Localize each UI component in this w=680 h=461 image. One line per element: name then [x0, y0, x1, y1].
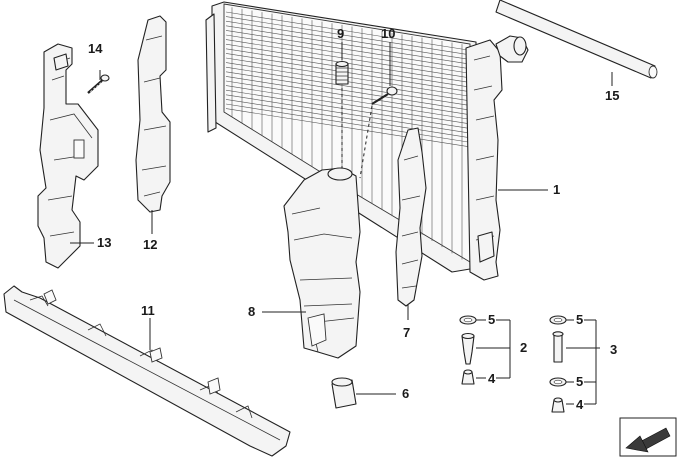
part-12-bracket [135, 15, 171, 213]
callout-6: 6 [402, 386, 410, 401]
callout-5-c: 5 [576, 374, 584, 389]
part-13-bracket [37, 43, 99, 269]
callout-8: 8 [248, 304, 256, 319]
leader-lines [70, 42, 613, 405]
callout-4-a: 4 [488, 371, 496, 386]
callout-15: 15 [605, 88, 620, 103]
part-7-bracket [395, 127, 427, 307]
part-3-group [549, 315, 567, 413]
callout-3: 3 [610, 342, 618, 357]
callout-9: 9 [337, 26, 345, 41]
part-15-hose [495, 0, 658, 79]
part-11-bracket [3, 285, 291, 457]
part-6-rubber-mount [331, 377, 357, 409]
arrow-indicator-icon [619, 417, 677, 457]
callout-2: 2 [520, 340, 528, 355]
callout-4-b: 4 [576, 397, 584, 412]
callout-7: 7 [403, 325, 411, 340]
callout-14: 14 [88, 41, 103, 56]
callout-13: 13 [97, 235, 112, 250]
callout-1: 1 [553, 182, 561, 197]
callout-11: 11 [141, 303, 155, 318]
part-9-plug [335, 60, 349, 168]
callout-5-a: 5 [488, 312, 496, 327]
part-10-screw [359, 86, 398, 179]
part-14-screw [87, 74, 110, 94]
part-8-expansion-tank [283, 167, 361, 359]
callout-12: 12 [143, 237, 158, 252]
callout-5-b: 5 [576, 312, 584, 327]
part-2-group [459, 315, 477, 385]
callout-10: 10 [381, 26, 396, 41]
part-1-radiator [205, 1, 529, 281]
